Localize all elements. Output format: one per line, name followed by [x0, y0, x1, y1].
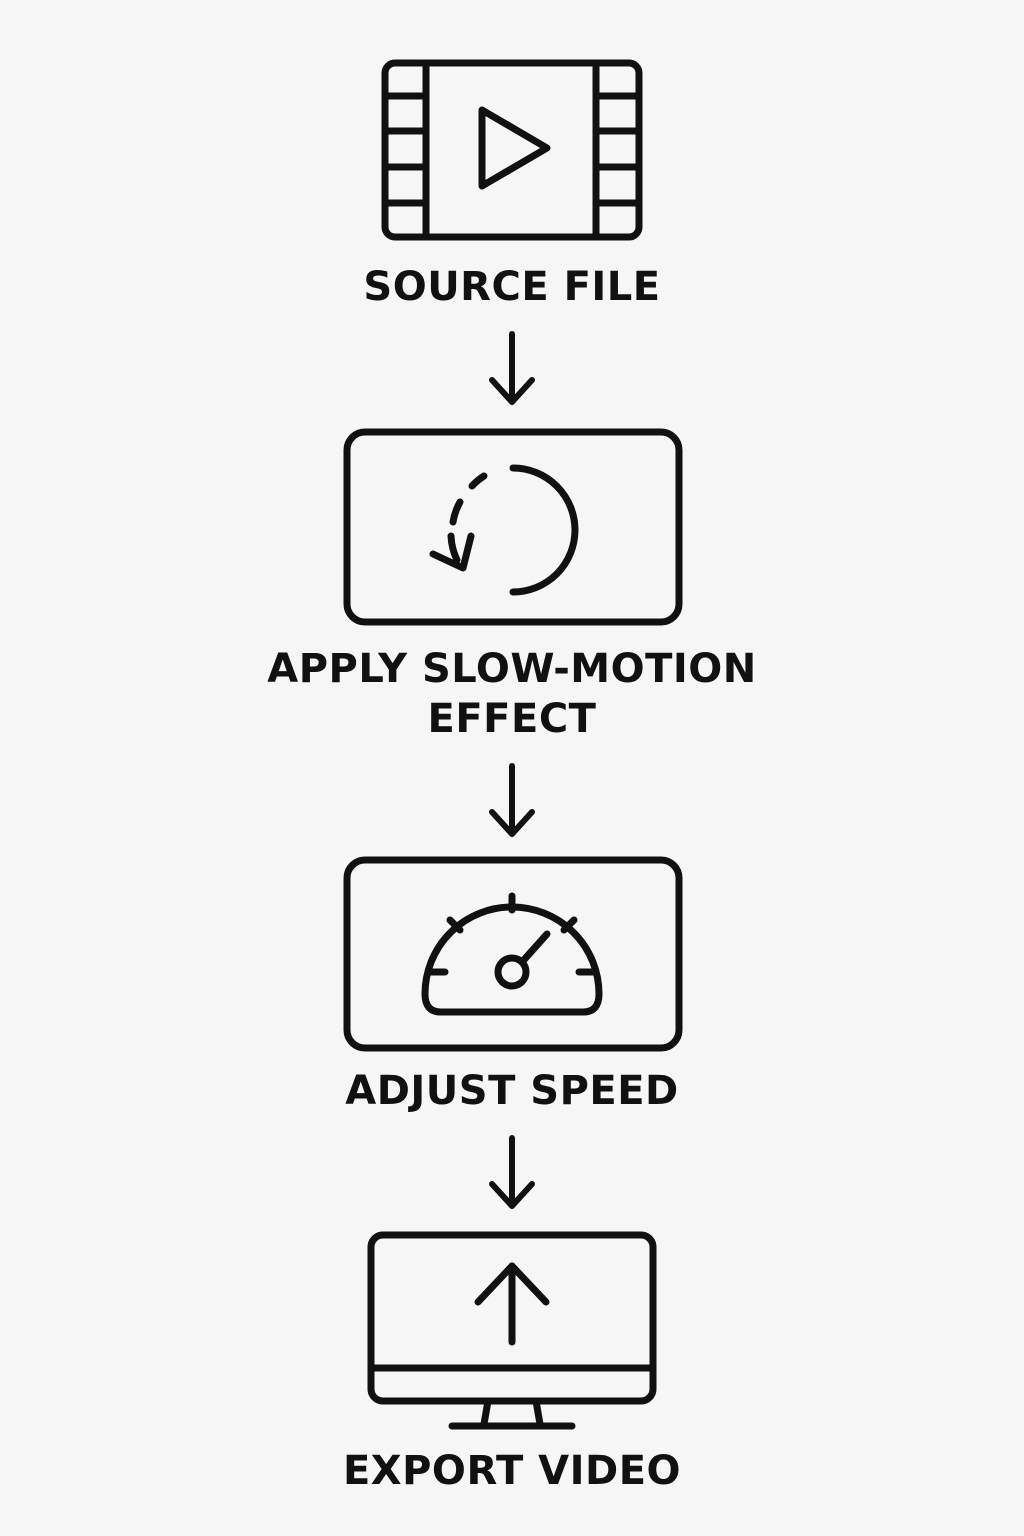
down-arrow-icon — [489, 331, 535, 405]
step-label-source-file: SOURCE FILE — [363, 264, 661, 310]
circular-arrow-icon — [343, 428, 683, 626]
step-label-adjust-speed: ADJUST SPEED — [345, 1068, 679, 1114]
down-arrow-icon — [489, 763, 535, 837]
monitor-upload-icon — [367, 1231, 657, 1430]
speedometer-icon — [343, 856, 683, 1052]
film-play-icon — [381, 59, 643, 241]
step-label-line-2: EFFECT — [427, 696, 597, 742]
step-label-export-video: EXPORT VIDEO — [342, 1448, 682, 1494]
down-arrow-icon — [489, 1135, 535, 1209]
step-label-apply-slow-motion: APPLY SLOW-MOTION EFFECT — [0, 644, 1024, 744]
step-label-line-1: APPLY SLOW-MOTION — [267, 646, 757, 692]
